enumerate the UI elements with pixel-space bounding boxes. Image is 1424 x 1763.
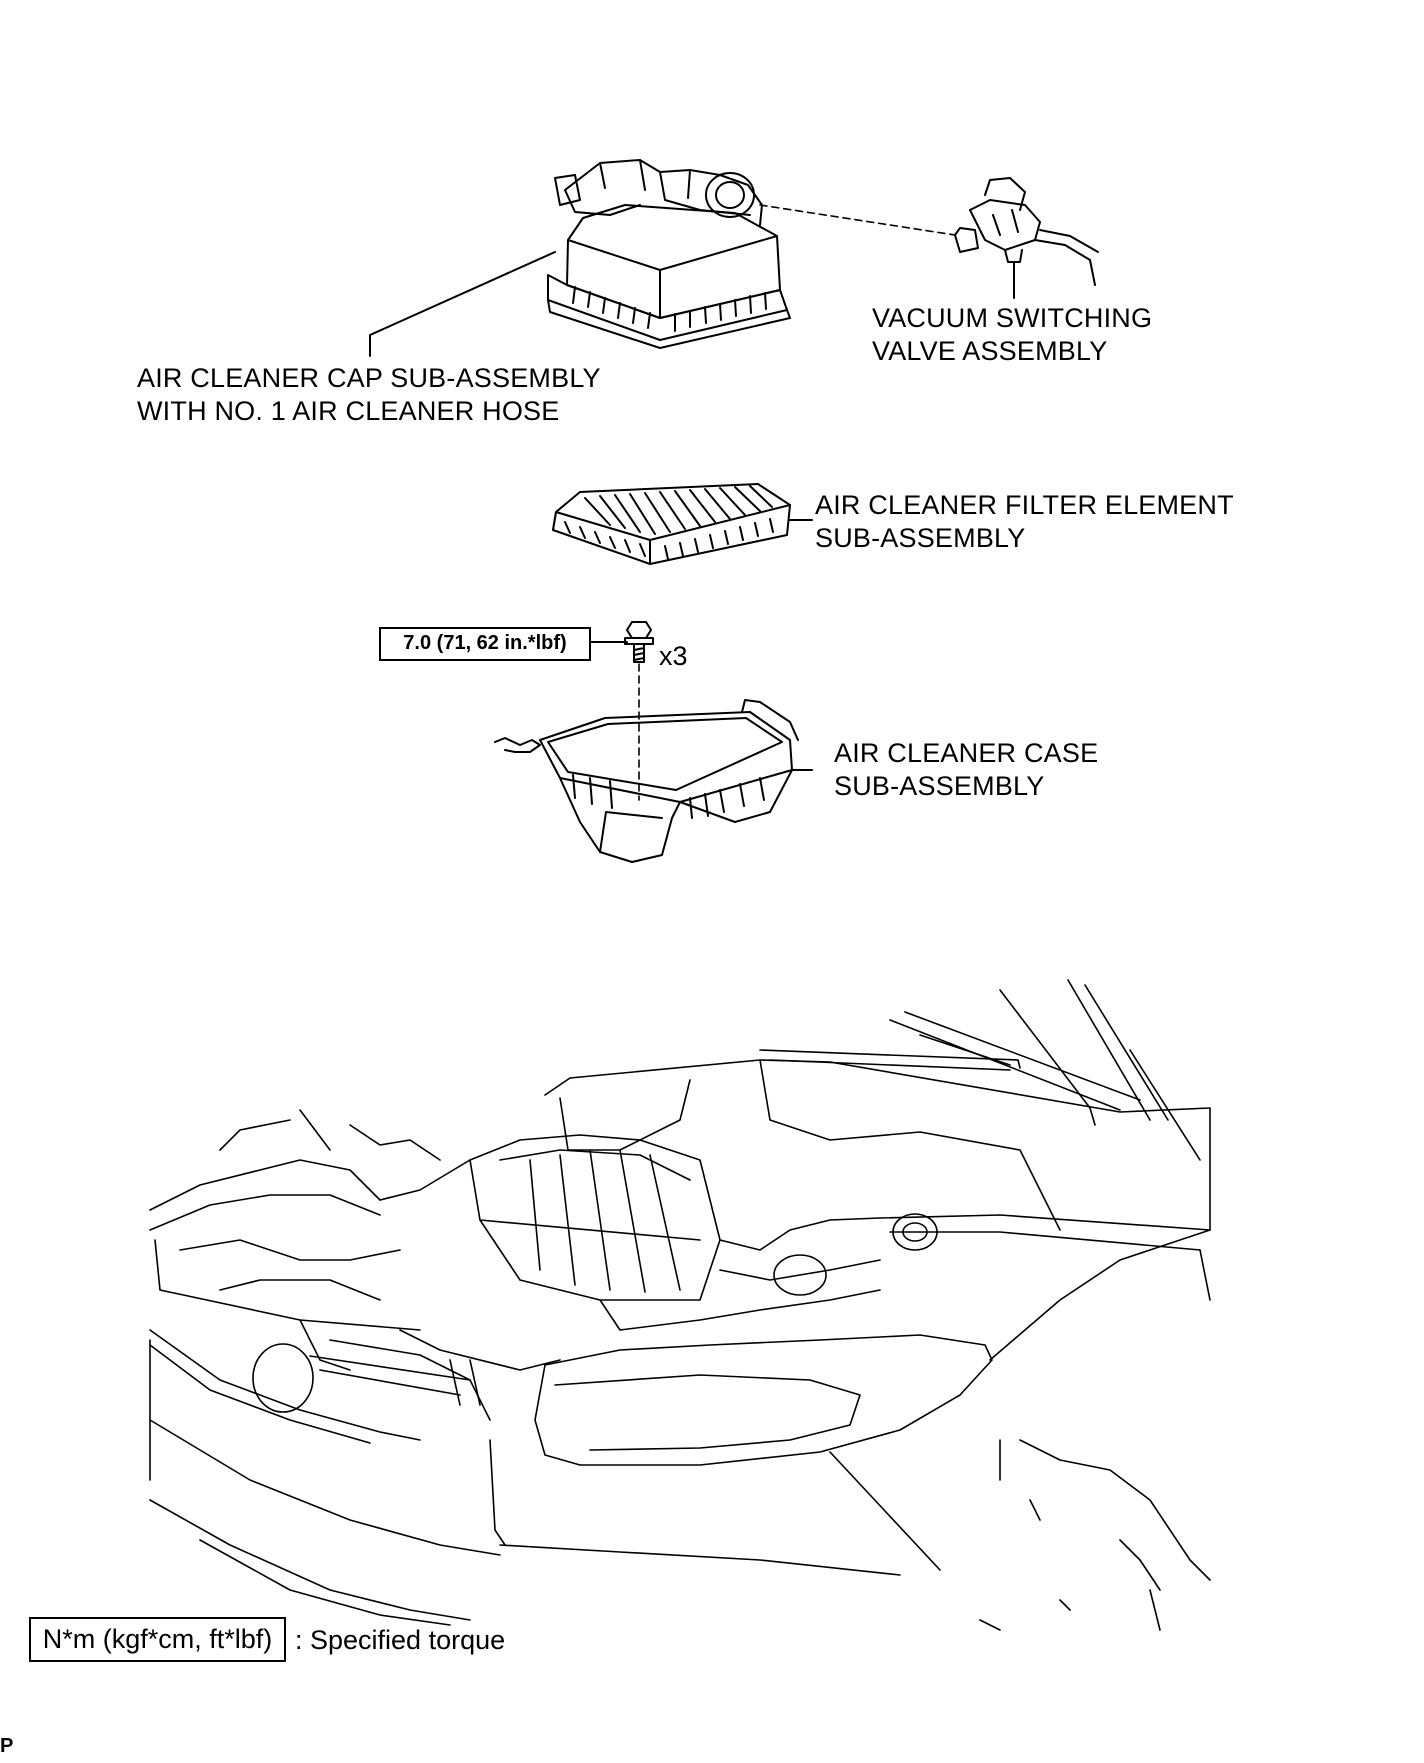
cap-label-line-1: AIR CLEANER CAP SUB-ASSEMBLY xyxy=(137,363,601,393)
legend-torque-box: N*m (kgf*cm, ft*lbf) xyxy=(29,1617,286,1662)
vsv-label-line-1: VACUUM SWITCHING xyxy=(872,303,1153,333)
headlamp-outline xyxy=(534,1334,993,1466)
case-label-line-1: AIR CLEANER CASE xyxy=(834,738,1099,768)
vsv-label-line-2: VALVE ASSEMBLY xyxy=(872,336,1108,366)
legend-torque-text: : Specified torque xyxy=(295,1625,506,1655)
vehicle-engine-bay-illustration xyxy=(149,979,1211,1631)
emblem-icon xyxy=(252,1343,314,1413)
filter-label-line-1: AIR CLEANER FILTER ELEMENT xyxy=(815,490,1234,520)
air-cleaner-cap-illustration xyxy=(547,159,791,349)
bolt-icon xyxy=(624,621,654,663)
vacuum-switching-valve-illustration xyxy=(954,177,1099,286)
filter-label: AIR CLEANER FILTER ELEMENT SUB-ASSEMBLY xyxy=(815,489,1234,555)
filter-label-line-2: SUB-ASSEMBLY xyxy=(815,523,1026,553)
corner-mark: P xyxy=(0,1735,14,1757)
torque-spec-box: 7.0 (71, 62 in.*lbf) xyxy=(379,627,591,661)
case-label: AIR CLEANER CASE SUB-ASSEMBLY xyxy=(834,737,1098,803)
vsv-label: VACUUM SWITCHING VALVE ASSEMBLY xyxy=(872,302,1152,368)
cap-leader-line xyxy=(369,251,556,357)
cap-label: AIR CLEANER CAP SUB-ASSEMBLY WITH NO. 1 … xyxy=(137,362,601,428)
cap-label-line-2: WITH NO. 1 AIR CLEANER HOSE xyxy=(137,396,560,426)
bolt-quantity: x3 xyxy=(659,641,688,671)
air-cleaner-filter-illustration xyxy=(552,483,791,565)
air-cleaner-case-illustration xyxy=(494,699,799,863)
case-label-line-2: SUB-ASSEMBLY xyxy=(834,771,1045,801)
cap-to-vsv-dashed-line xyxy=(759,204,956,236)
